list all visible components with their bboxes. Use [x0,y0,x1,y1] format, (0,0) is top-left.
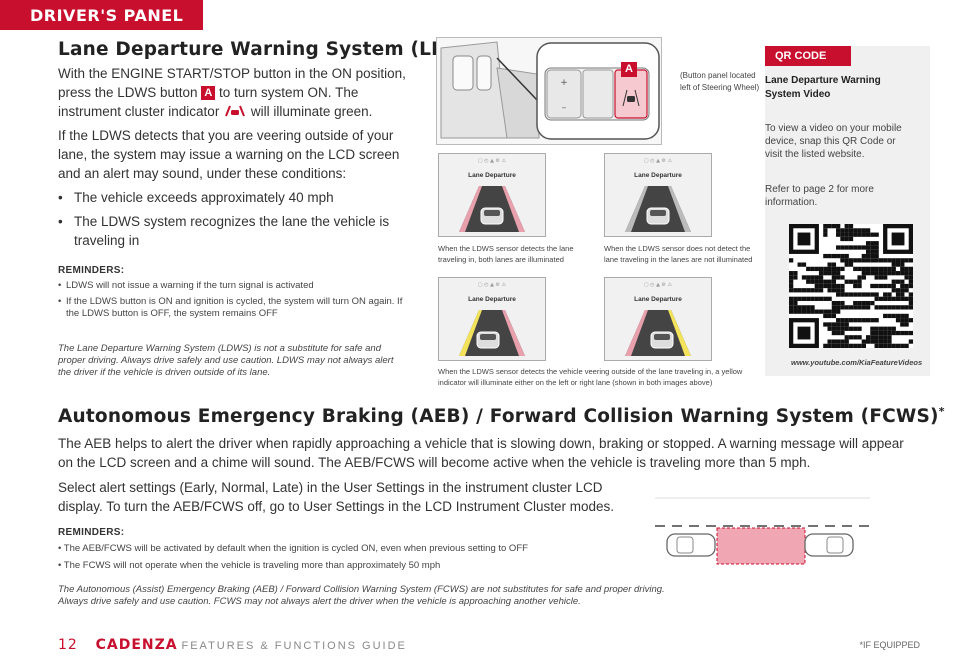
lane-graphic: ▢ ◴ ▲ ⚙ ⚠ [459,158,525,232]
footer-guide-title: FEATURES & FUNCTIONS GUIDE [181,640,407,652]
aeb-disclaimer: The Autonomous (Assist) Emergency Brakin… [58,584,665,607]
screen-label: Lane Departure [634,172,682,179]
p1-part-a: With the ENGINE START/STOP button in the… [58,66,406,100]
footer: 12 CADENZA FEATURES & FUNCTIONS GUIDE [58,636,407,653]
list-item: •LDWS will not issue a warning if the tu… [58,280,314,291]
reminder-text: If the LDWS button is ON and ignition is… [66,296,403,319]
list-item: •The LDWS system recognizes the lane the… [58,212,408,250]
button-a-badge: A [201,86,216,100]
qr-text-2: Refer to page 2 for more information. [765,184,874,208]
lane-screen-not-illuminated: Lane Departure ▢ ◴ ▲ ⚙ ⚠ [604,153,712,237]
lane-screen-both-illuminated: Lane Departure ▢ ◴ ▲ ⚙ ⚠ [438,153,546,237]
ldws-paragraph-2: If the LDWS detects that you are veering… [58,128,400,181]
footer-brand: CADENZA [95,637,178,653]
list-item: • The AEB/FCWS will be activated by defa… [58,543,528,554]
aeb-paragraph-1: The AEB helps to alert the driver when r… [58,436,904,470]
aeb-paragraph-2: Select alert settings (Early, Normal, La… [58,480,614,514]
button-panel-drawing: + – [440,41,660,140]
footer-note: *IF EQUIPPED [859,640,920,650]
svg-text:▢ ◴ ▲ ⚙ ⚠: ▢ ◴ ▲ ⚙ ⚠ [644,158,673,164]
p1-part-c: will illuminate green. [247,104,373,119]
qr-code-drawing [789,224,913,348]
section-tab: DRIVER'S PANEL [0,0,203,30]
ldws-title: Lane Departure Warning System (LDWS)* [58,38,495,60]
screen-caption-2: When the LDWS sensor does not detect the… [604,244,753,264]
lane-screen-veer-left: Lane Departure ▢ ◴ ▲ ⚙ ⚠ [438,277,546,361]
aeb-illustration [655,490,870,570]
bullet-text: The LDWS system recognizes the lane the … [74,214,390,248]
ldws-title-text: Lane Departure Warning System (LDWS) [58,39,490,61]
ldws-indicator-icon [225,105,246,117]
qr-title: Lane Departure Warning System Video [765,75,881,100]
qr-panel: QR CODE Lane Departure Warning System Vi… [765,46,930,376]
ldws-paragraph-1: With the ENGINE START/STOP button in the… [58,64,408,121]
ldws-reminders-title: REMINDERS: [58,265,125,276]
aeb-drawing [655,497,870,565]
svg-text:–: – [562,103,567,113]
svg-text:▢ ◴ ▲ ⚙ ⚠: ▢ ◴ ▲ ⚙ ⚠ [644,282,673,288]
aeb-reminders-title: REMINDERS: [58,527,125,538]
page-number: 12 [58,637,78,653]
aeb-title-text: Autonomous Emergency Braking (AEB) / For… [58,406,939,428]
qr-tag: QR CODE [765,46,851,66]
qr-code-image[interactable] [789,224,913,348]
svg-text:▢ ◴ ▲ ⚙ ⚠: ▢ ◴ ▲ ⚙ ⚠ [478,282,507,288]
reminder-text: LDWS will not issue a warning if the tur… [66,280,314,291]
screen-label: Lane Departure [468,296,516,303]
lane-graphic: ▢ ◴ ▲ ⚙ ⚠ [459,282,525,356]
svg-text:+: + [560,78,568,88]
aeb-title: Autonomous Emergency Braking (AEB) / For… [58,405,945,427]
bullet-text: The vehicle exceeds approximately 40 mph [74,190,334,205]
screen-label: Lane Departure [468,172,516,179]
list-item: •The vehicle exceeds approximately 40 mp… [58,190,334,205]
ldws-disclaimer: The Lane Departure Warning System (LDWS)… [58,343,394,378]
screen-label: Lane Departure [634,296,682,303]
ldws-reminders: •LDWS will not issue a warning if the tu… [58,280,410,320]
panel-badge-a: A [621,62,637,77]
panel-caption: (Button panel located left of Steering W… [680,71,760,92]
svg-text:▢ ◴ ▲ ⚙ ⚠: ▢ ◴ ▲ ⚙ ⚠ [478,158,507,164]
aeb-reminders: • The AEB/FCWS will be activated by defa… [58,543,658,572]
list-item: •If the LDWS button is ON and ignition i… [58,296,410,320]
list-item: • The FCWS will not operate when the veh… [58,560,441,571]
qr-url-link[interactable]: www.youtube.com/KiaFeatureVideos [791,358,923,367]
screen-caption-1: When the LDWS sensor detects the lane tr… [438,244,574,264]
lane-graphic: ▢ ◴ ▲ ⚙ ⚠ [625,158,691,232]
ldws-bullet-list: •The vehicle exceeds approximately 40 mp… [58,188,408,250]
screen-caption-3: When the LDWS sensor detects the vehicle… [438,367,743,387]
qr-text-1: To view a video on your mobile device, s… [765,123,902,160]
aeb-title-mark: * [938,405,945,418]
lane-graphic: ▢ ◴ ▲ ⚙ ⚠ [625,282,691,356]
p1-part-b: to turn system ON. The instrument cluste… [58,85,359,119]
button-panel-illustration: + – A [436,37,662,145]
lane-screen-veer-right: Lane Departure ▢ ◴ ▲ ⚙ ⚠ [604,277,712,361]
